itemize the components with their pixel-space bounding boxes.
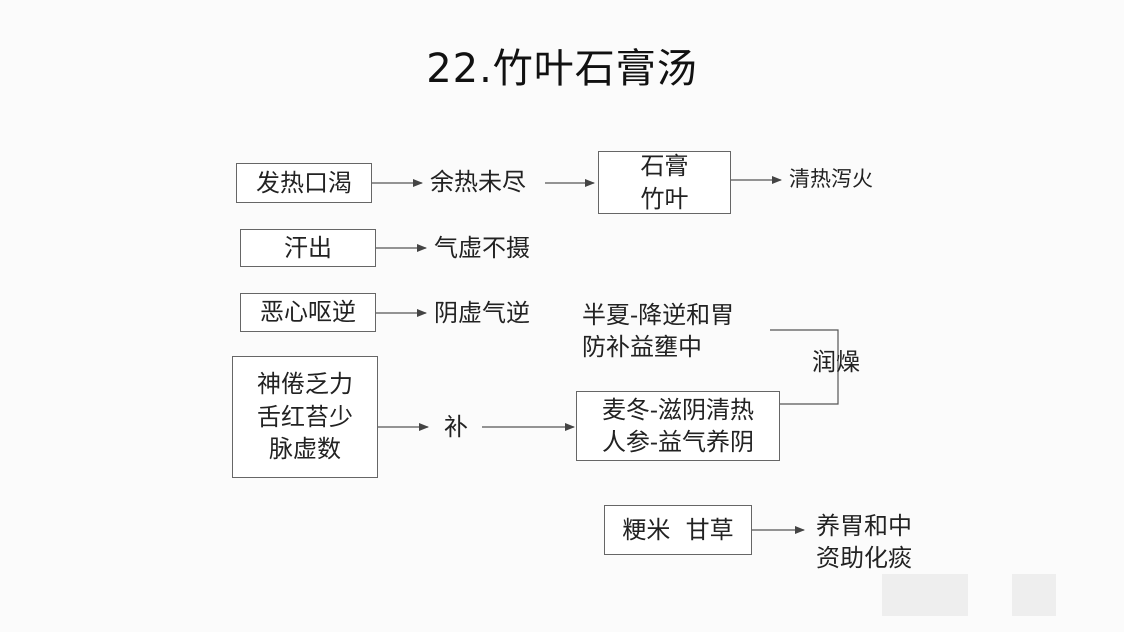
symptom-box-nausea: 恶心呕逆 [240, 293, 376, 332]
herb-line: 竹叶 [640, 184, 689, 213]
herb-box-ophiopogon-ginseng: 麦冬-滋阴清热 人参-益气养阴 [576, 391, 780, 461]
bracket-moisten-dryness [770, 329, 839, 405]
effect-text-nourish-stomach: 养胃和中 资助化痰 [816, 510, 912, 575]
herb-text: 粳米 甘草 [622, 515, 734, 544]
herb-line: 防补益壅中 [582, 333, 702, 362]
symptom-box-sweating: 汗出 [240, 229, 376, 267]
symptom-line: 神倦乏力 [257, 370, 353, 399]
cause-text-tonify: 补 [444, 413, 468, 441]
watermark-block [882, 574, 968, 616]
watermark-block [1012, 574, 1056, 616]
herb-line: 麦冬-滋阴清热 [601, 395, 755, 424]
herb-line: 半夏-降逆和胃 [582, 301, 735, 329]
symptom-text: 发热口渴 [256, 168, 352, 197]
symptom-text: 恶心呕逆 [260, 298, 356, 327]
bracket-label: 润燥 [812, 348, 860, 376]
herb-text-pinellia: 半夏-降逆和胃 防补益壅中 [582, 299, 734, 364]
symptom-line: 脉虚数 [269, 435, 341, 464]
symptom-box-fatigue: 神倦乏力 舌红苔少 脉虚数 [232, 356, 378, 478]
herb-box-rice-licorice: 粳米 甘草 [604, 505, 752, 555]
cause-text-residual-heat: 余热未尽 [430, 168, 526, 196]
effect-line: 养胃和中 [816, 512, 912, 540]
herb-line: 人参-益气养阴 [601, 428, 755, 456]
cause-text-yin-deficiency: 阴虚气逆 [434, 299, 530, 327]
effect-line: 资助化痰 [816, 544, 912, 573]
symptom-line: 舌红苔少 [257, 402, 353, 431]
effect-text-clear-heat: 清热泻火 [789, 167, 873, 191]
symptom-text: 汗出 [284, 233, 332, 262]
herb-box-gypsum-bamboo: 石膏 竹叶 [598, 151, 731, 214]
herb-line: 石膏 [640, 152, 689, 181]
symptom-box-fever-thirst: 发热口渴 [236, 163, 372, 203]
diagram-title: 22.竹叶石膏汤 [426, 46, 698, 92]
cause-text-qi-deficiency: 气虚不摄 [434, 234, 530, 262]
